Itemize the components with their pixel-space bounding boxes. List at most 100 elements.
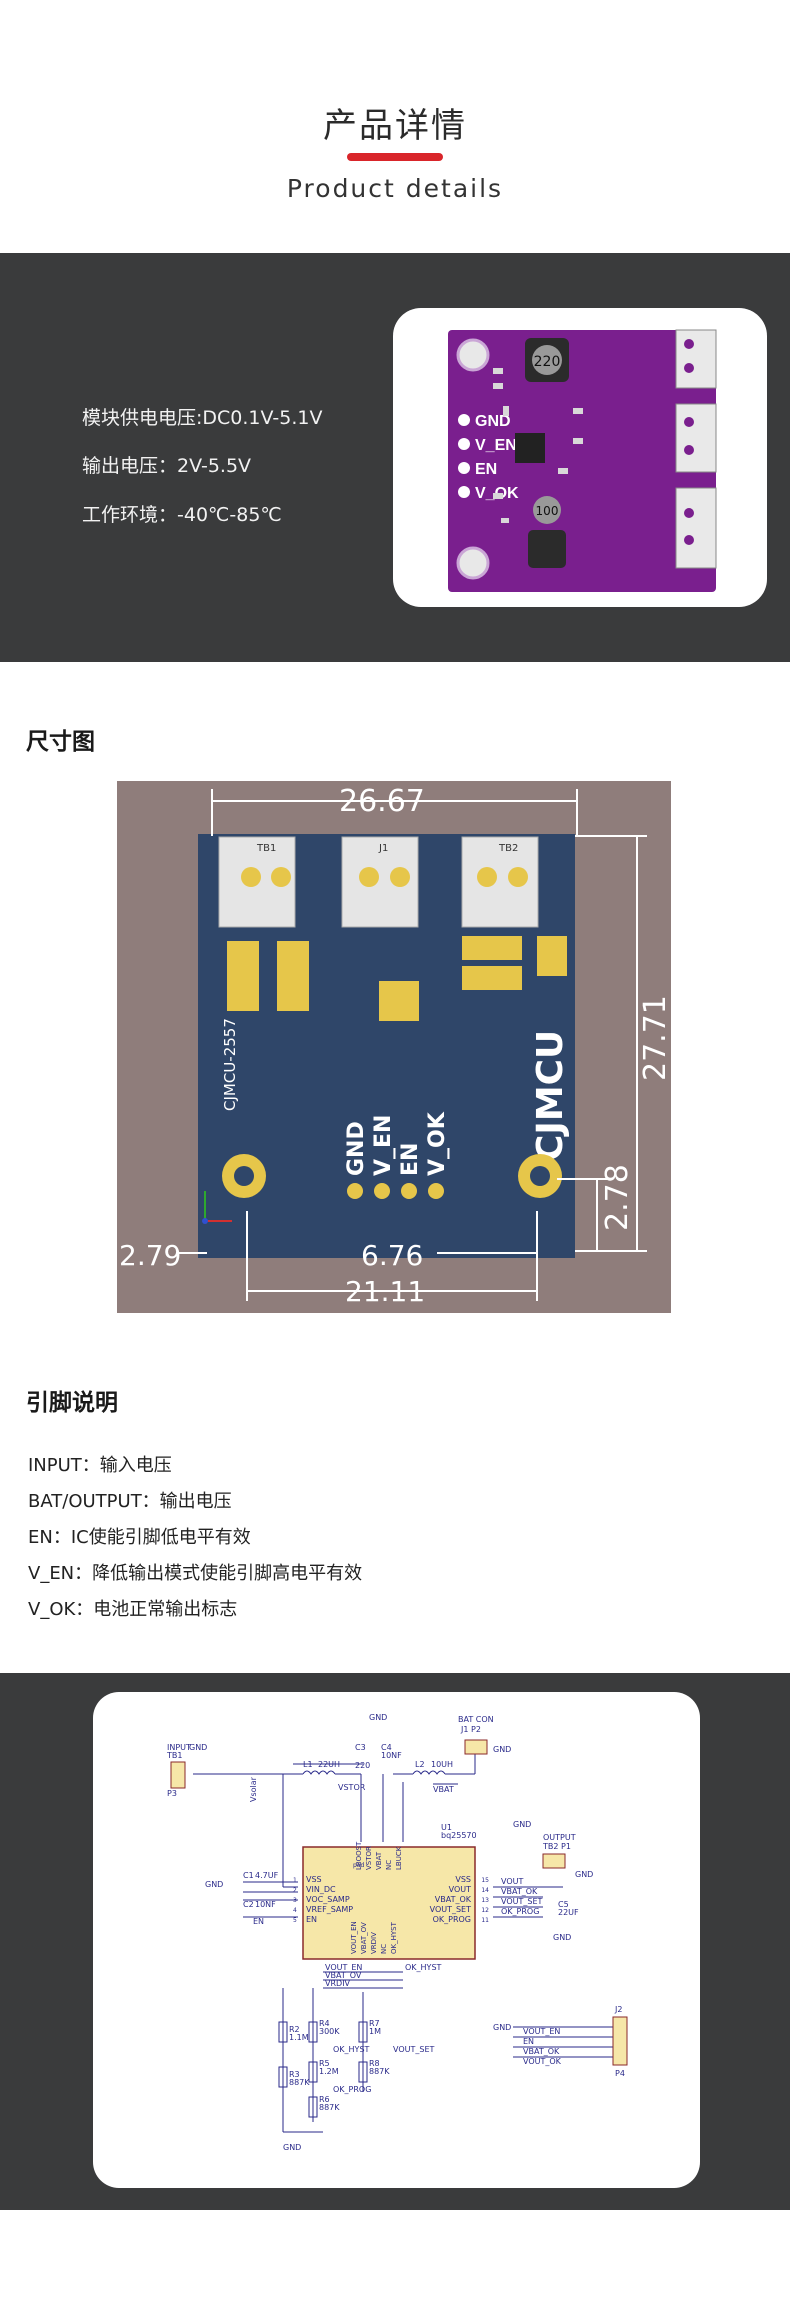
svg-text:GND: GND [553, 1933, 571, 1942]
dim-hole-span-label: 21.11 [345, 1275, 425, 1308]
terminal-blocks [675, 329, 717, 569]
product-board-image: GND V_EN EN V_OK 220 100 [448, 329, 717, 592]
svg-text:TB1: TB1 [166, 1751, 182, 1760]
dim-pin-vok: V_OK [425, 1111, 450, 1176]
svg-text:GND: GND [205, 1880, 223, 1889]
sch-output-label: OUTPUT [543, 1833, 576, 1842]
page-subtitle: Product details [286, 174, 504, 203]
svg-text:VREF_SAMP: VREF_SAMP [306, 1905, 353, 1914]
sch-right-pins: VSS VOUT VBAT_OK VOUT_SET OK_PROG 15 14 … [430, 1875, 490, 1924]
dim-header-label-j1: J1 [378, 843, 388, 854]
svg-text:10UH: 10UH [431, 1760, 453, 1769]
svg-text:OK_HYST: OK_HYST [333, 2045, 370, 2054]
svg-text:VSS: VSS [306, 1875, 322, 1884]
svg-text:R2: R2 [289, 2025, 300, 2034]
svg-text:OK_PROG: OK_PROG [333, 2085, 371, 2094]
svg-text:10NF: 10NF [381, 1751, 402, 1760]
svg-text:L1: L1 [303, 1760, 313, 1769]
svg-text:R6: R6 [319, 2095, 330, 2104]
sch-pad-label: pad [353, 1862, 364, 1869]
dim-height-label: 27.71 [638, 995, 671, 1081]
svg-text:VOUT_SET: VOUT_SET [430, 1905, 472, 1914]
inductor-bottom-cap [533, 496, 561, 524]
dim-header-pads [241, 867, 528, 887]
svg-text:J2: J2 [614, 2005, 622, 2014]
svg-text:C1: C1 [243, 1871, 254, 1880]
svg-text:R5: R5 [319, 2059, 330, 2068]
svg-text:VOC_SAMP: VOC_SAMP [306, 1895, 350, 1904]
sch-chip-ref: U1 [441, 1823, 452, 1832]
svg-text:VBAT_OK: VBAT_OK [501, 1887, 538, 1896]
svg-text:EN: EN [253, 1917, 264, 1926]
svg-text:300K: 300K [319, 2027, 340, 2036]
svg-text:1.2M: 1.2M [319, 2067, 339, 2076]
dim-pin-ven: V_EN [371, 1115, 396, 1176]
svg-text:R4: R4 [319, 2019, 330, 2028]
svg-text:13: 13 [481, 1897, 489, 1904]
svg-text:TB2 P1: TB2 P1 [542, 1842, 571, 1851]
pin-desc-input: INPUT：输入电压 [28, 1455, 172, 1476]
svg-text:GND: GND [493, 2023, 511, 2032]
ic-chip [515, 433, 545, 463]
schematic-svg: U1 bq25570 pad VSS VIN_DC VOC_SAMP VREF_… [166, 1713, 628, 2152]
svg-text:VOUT_EN: VOUT_EN [523, 2027, 560, 2036]
svg-text:5: 5 [293, 1917, 297, 1924]
smd-parts [493, 368, 583, 523]
svg-text:10NF: 10NF [255, 1900, 276, 1909]
svg-text:22UH: 22UH [318, 1760, 340, 1769]
svg-text:C3: C3 [355, 1743, 366, 1752]
svg-text:1: 1 [293, 1877, 297, 1884]
svg-text:14: 14 [481, 1887, 489, 1894]
svg-text:VIN_DC: VIN_DC [306, 1885, 336, 1894]
svg-text:220: 220 [534, 354, 561, 370]
dim-board-brand: CJMCU [530, 1030, 571, 1161]
sch-bat-con-label: BAT CON [458, 1715, 494, 1724]
svg-text:GND: GND [369, 1713, 387, 1722]
svg-text:GND: GND [189, 1743, 207, 1752]
svg-text:OK_HYST: OK_HYST [390, 1921, 398, 1954]
pin-label-ven: V_EN [475, 437, 517, 454]
mount-hole-bottom [456, 546, 490, 580]
mount-hole-top [456, 338, 490, 372]
svg-text:VOUT_OK: VOUT_OK [523, 2057, 562, 2066]
svg-text:15: 15 [481, 1877, 489, 1884]
svg-text:887K: 887K [289, 2078, 310, 2087]
svg-text:887K: 887K [369, 2067, 390, 2076]
svg-text:VOUT_SET: VOUT_SET [501, 1897, 543, 1906]
pin-label-gnd: GND [475, 413, 511, 430]
svg-text:VBAT_OK: VBAT_OK [435, 1895, 472, 1904]
dim-board-model: CJMCU-2557 [221, 1018, 239, 1111]
sch-left-pins: VSS VIN_DC VOC_SAMP VREF_SAMP EN 1 2 3 4… [293, 1875, 353, 1924]
svg-text:LBOOST: LBOOST [355, 1841, 363, 1870]
svg-text:220: 220 [355, 1761, 370, 1770]
svg-text:OK_PROG: OK_PROG [501, 1907, 539, 1916]
svg-text:GND: GND [513, 1820, 531, 1829]
pin-section-title: 引脚说明 [26, 1390, 118, 1416]
svg-text:C2: C2 [243, 1900, 254, 1909]
svg-text:VOUT_EN: VOUT_EN [325, 1963, 362, 1972]
svg-text:VBAT: VBAT [433, 1785, 454, 1794]
svg-text:VSS: VSS [455, 1875, 471, 1884]
svg-text:887K: 887K [319, 2103, 340, 2112]
svg-text:R3: R3 [289, 2070, 300, 2079]
sch-chip-part: bq25570 [441, 1831, 477, 1840]
svg-text:P4: P4 [615, 2069, 625, 2078]
svg-text:R8: R8 [369, 2059, 380, 2068]
pin-pads [458, 414, 470, 498]
dimension-section-title: 尺寸图 [26, 729, 95, 755]
sch-bat-connector [464, 1739, 488, 1755]
spec-supply-voltage: 模块供电电压:DC0.1V-5.1V [82, 407, 323, 429]
svg-text:J1 P2: J1 P2 [460, 1725, 481, 1734]
svg-text:L2: L2 [415, 1760, 425, 1769]
sch-resistors [278, 2021, 368, 2118]
dim-pin-pads [347, 1183, 444, 1199]
dim-pin-span-label: 6.76 [361, 1239, 423, 1272]
svg-text:VRDIV: VRDIV [370, 1932, 378, 1954]
schematic-chip [302, 1846, 476, 1960]
svg-text:VOUT_SET: VOUT_SET [393, 2045, 435, 2054]
dim-lines [177, 789, 647, 1301]
svg-text:VOUT_EN: VOUT_EN [350, 1921, 358, 1954]
svg-text:1.1M: 1.1M [289, 2033, 309, 2042]
svg-text:EN: EN [306, 1915, 317, 1924]
pin-label-en: EN [475, 461, 497, 478]
